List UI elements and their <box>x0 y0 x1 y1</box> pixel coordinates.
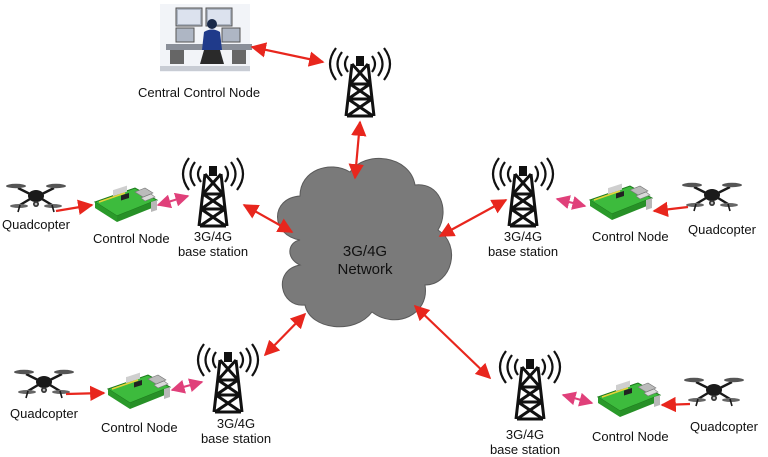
network-label: 3G/4G Network <box>337 243 392 279</box>
circuit-board-icon <box>597 379 661 418</box>
base-station-label-line1: 3G/4G <box>193 229 233 244</box>
base-station-label-line2: base station <box>200 431 272 446</box>
link-board-tower <box>156 192 190 209</box>
link-board-tower <box>555 195 587 210</box>
control-node-label: Control Node <box>592 229 669 244</box>
network-label-line1: 3G/4G <box>342 243 388 260</box>
base-station-label-line2: base station <box>489 442 561 457</box>
circuit-board-icon <box>94 184 158 223</box>
cell-tower-icon <box>181 156 245 228</box>
cloud-icon <box>277 158 453 328</box>
base-station-label-line1: 3G/4G <box>505 427 545 442</box>
control-node-label: Control Node <box>101 420 178 435</box>
quadcopter-label: Quadcopter <box>690 419 758 434</box>
link-drone-board <box>660 396 691 413</box>
link-board-tower <box>170 378 204 394</box>
central-node-label: Central Control Node <box>138 85 261 100</box>
circuit-board-icon <box>107 371 171 410</box>
quadcopter-label: Quadcopter <box>10 406 78 421</box>
cell-tower-icon <box>498 349 562 421</box>
quadcopter-label: Quadcopter <box>2 217 70 232</box>
link-central-tower <box>250 42 325 67</box>
base-station-label: 3G/4G base station <box>201 416 271 446</box>
base-station-label: 3G/4G base station <box>178 229 248 259</box>
link-tower-cloud-top <box>348 120 367 180</box>
drone-icon <box>4 182 68 214</box>
control-node-label: Control Node <box>93 231 170 246</box>
drone-icon <box>682 376 746 408</box>
link-tower-cloud-bottom-left <box>263 312 307 357</box>
drone-icon <box>680 181 744 213</box>
operator-workstation-icon <box>160 4 252 72</box>
base-station-label-line1: 3G/4G <box>216 416 256 431</box>
base-station-label-line1: 3G/4G <box>503 229 543 244</box>
link-tower-cloud-right <box>438 199 508 237</box>
base-station-label-line2: base station <box>177 244 249 259</box>
control-node-label: Control Node <box>592 429 669 444</box>
link-drone-board <box>652 201 689 218</box>
link-tower-cloud-left <box>242 204 294 233</box>
cell-tower-icon <box>328 46 392 118</box>
quadcopter-label: Quadcopter <box>688 222 756 237</box>
base-station-label: 3G/4G base station <box>488 229 558 259</box>
cell-tower-icon <box>196 342 260 414</box>
base-station-label: 3G/4G base station <box>490 427 560 457</box>
base-station-label-line2: base station <box>487 244 559 259</box>
circuit-board-icon <box>589 182 653 221</box>
link-board-tower <box>561 391 594 407</box>
link-tower-cloud-bottom-right <box>413 304 492 380</box>
link-drone-board <box>65 385 106 402</box>
link-drone-board <box>55 199 94 215</box>
network-label-line2: Network <box>337 261 393 278</box>
cell-tower-icon <box>491 156 555 228</box>
drone-icon <box>12 368 76 400</box>
